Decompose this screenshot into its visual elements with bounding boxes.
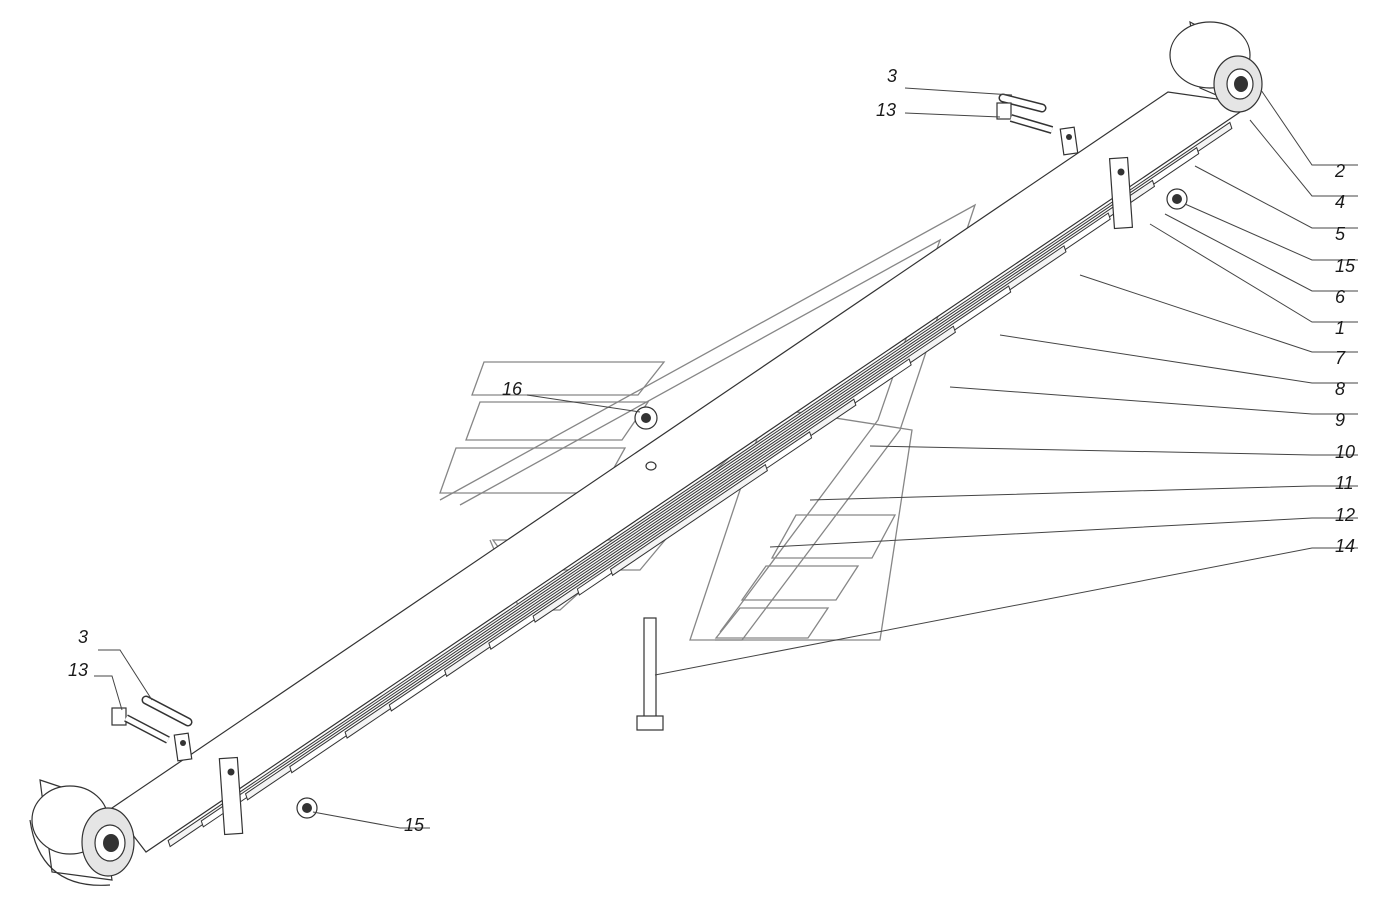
callout-11: 11 bbox=[1335, 473, 1354, 493]
clamp-front-upper bbox=[1059, 126, 1079, 156]
callout-16: 16 bbox=[502, 379, 523, 399]
main-leaf bbox=[111, 91, 1254, 853]
callout-13-bottom: 13 bbox=[68, 660, 88, 680]
clamp-rear-upper bbox=[173, 732, 193, 762]
clamp-front-lower bbox=[1108, 156, 1134, 230]
callout-4: 4 bbox=[1335, 192, 1345, 212]
callout-8: 8 bbox=[1335, 379, 1345, 399]
leader-lines bbox=[94, 87, 1358, 829]
pin-bottom bbox=[141, 695, 193, 727]
callout-6: 6 bbox=[1335, 287, 1346, 307]
callout-15-bottom: 15 bbox=[404, 815, 425, 835]
nut-right bbox=[1166, 188, 1188, 210]
bolt-bottom bbox=[111, 707, 170, 744]
callout-labels: 3 13 2 4 5 15 6 1 7 8 9 10 11 12 14 16 3… bbox=[68, 66, 1356, 835]
callout-5: 5 bbox=[1335, 224, 1346, 244]
clamp-rear-lower bbox=[218, 756, 244, 836]
bolt-top bbox=[996, 102, 1054, 134]
callout-2: 2 bbox=[1334, 161, 1345, 181]
callout-3-top: 3 bbox=[887, 66, 897, 86]
rear-eye-bushing bbox=[29, 779, 135, 886]
nut-left bbox=[296, 797, 318, 819]
leaf-stack bbox=[167, 121, 1233, 848]
callout-10: 10 bbox=[1335, 442, 1355, 462]
callout-3-bottom: 3 bbox=[78, 627, 88, 647]
callout-7: 7 bbox=[1335, 348, 1346, 368]
spring-leaf bbox=[609, 463, 768, 577]
callout-13-top: 13 bbox=[876, 100, 896, 120]
nut-center bbox=[634, 406, 658, 471]
center-bolt bbox=[636, 617, 664, 731]
callout-12: 12 bbox=[1335, 505, 1355, 525]
front-eye-bushing bbox=[1169, 20, 1263, 113]
pin-top bbox=[998, 93, 1047, 113]
callout-15-right: 15 bbox=[1335, 256, 1356, 276]
callout-9: 9 bbox=[1335, 410, 1345, 430]
callout-14: 14 bbox=[1335, 536, 1355, 556]
spring-leaves bbox=[111, 91, 1254, 853]
callout-1: 1 bbox=[1335, 318, 1345, 338]
